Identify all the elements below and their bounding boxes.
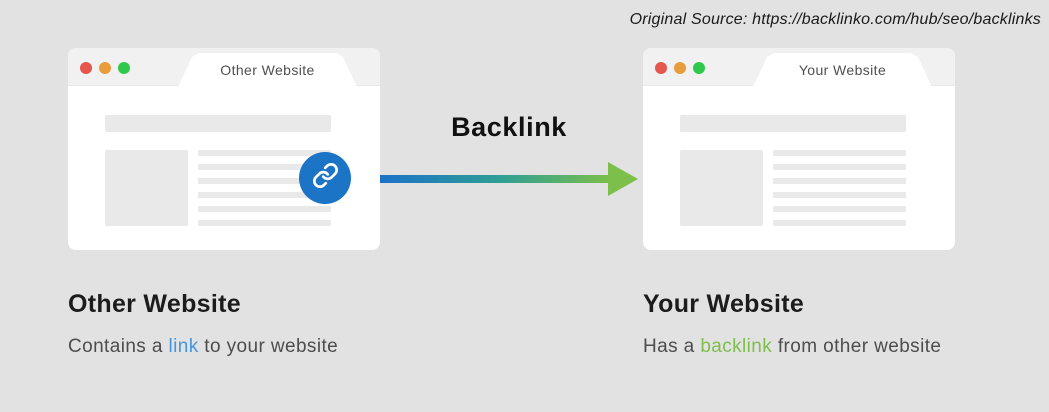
placeholder-text-line bbox=[773, 220, 906, 226]
orange-dot-icon bbox=[674, 62, 686, 74]
backlink-highlight-word: backlink bbox=[700, 336, 773, 357]
placeholder-text-line bbox=[773, 192, 906, 198]
placeholder-text-line bbox=[198, 150, 331, 156]
traffic-lights bbox=[80, 62, 130, 74]
red-dot-icon bbox=[655, 62, 667, 74]
backlink-arrow-head-icon bbox=[608, 162, 638, 196]
placeholder-image-block bbox=[680, 150, 763, 226]
orange-dot-icon bbox=[99, 62, 111, 74]
placeholder-text-line bbox=[773, 178, 906, 184]
your-website-heading: Your Website bbox=[643, 290, 805, 318]
placeholder-text-line bbox=[198, 164, 331, 170]
placeholder-text-line bbox=[198, 192, 331, 198]
other-website-heading: Other Website bbox=[68, 290, 241, 318]
your-website-window: Your Website bbox=[643, 48, 955, 250]
backlink-label: Backlink bbox=[451, 112, 567, 142]
placeholder-text-line bbox=[198, 206, 331, 212]
placeholder-text-line bbox=[198, 178, 331, 184]
attribution-text: Original Source: https://backlinko.com/h… bbox=[629, 11, 1041, 28]
placeholder-text-line bbox=[773, 150, 906, 156]
other-website-caption: Contains a link to your website bbox=[68, 336, 338, 358]
caption-text: Contains a bbox=[68, 336, 169, 357]
caption-text: to your website bbox=[198, 336, 339, 357]
red-dot-icon bbox=[80, 62, 92, 74]
placeholder-title-bar bbox=[105, 115, 331, 132]
placeholder-title-bar bbox=[680, 115, 906, 132]
link-highlight-word: link bbox=[168, 336, 199, 357]
browser-tab-other-website: Other Website bbox=[178, 53, 357, 87]
browser-tab-your-website: Your Website bbox=[753, 53, 932, 87]
caption-text: from other website bbox=[772, 336, 942, 357]
backlink-arrow-shaft bbox=[380, 175, 611, 183]
other-website-window: Other Website bbox=[68, 48, 380, 250]
browser-header: Other Website bbox=[68, 48, 380, 86]
placeholder-text-line bbox=[198, 220, 331, 226]
traffic-lights bbox=[655, 62, 705, 74]
link-badge bbox=[299, 152, 351, 204]
chain-link-icon bbox=[312, 162, 339, 194]
green-dot-icon bbox=[118, 62, 130, 74]
browser-header: Your Website bbox=[643, 48, 955, 86]
green-dot-icon bbox=[693, 62, 705, 74]
your-website-caption: Has a backlink from other website bbox=[643, 336, 941, 358]
placeholder-text-line bbox=[773, 164, 906, 170]
placeholder-image-block bbox=[105, 150, 188, 226]
placeholder-text-line bbox=[773, 206, 906, 212]
caption-text: Has a bbox=[643, 336, 701, 357]
